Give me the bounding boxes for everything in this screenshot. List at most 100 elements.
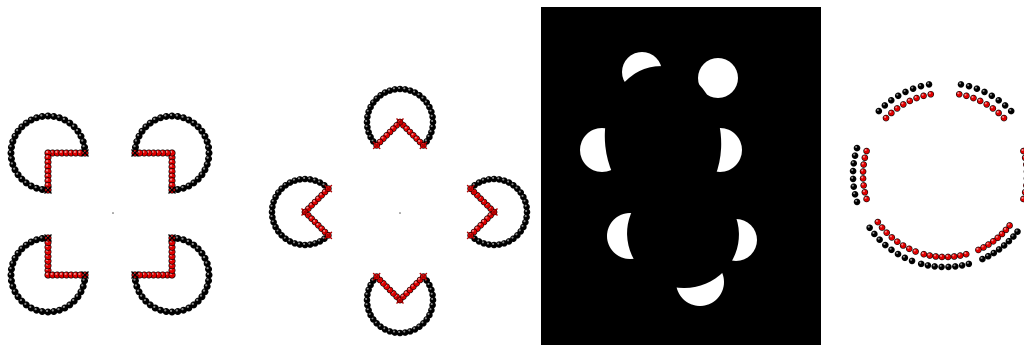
arc-dot: [925, 262, 931, 268]
arc-dot: [45, 309, 51, 315]
arc-dot: [8, 156, 14, 162]
arc-dot: [169, 113, 175, 119]
arc-dot: [884, 230, 890, 236]
arc-dot: [33, 237, 39, 243]
arc-dot: [883, 115, 889, 121]
arc-dot: [945, 254, 951, 260]
arc-dot: [882, 102, 888, 108]
arc-dot: [867, 225, 873, 231]
arc-dot: [926, 81, 932, 87]
arc-dot: [966, 83, 972, 89]
arc-segment: [850, 145, 870, 205]
arc-dot: [180, 307, 186, 313]
arc-dot: [1001, 115, 1007, 121]
pacman-inducer: [467, 176, 530, 248]
arc-dot: [975, 247, 981, 253]
arc-dot: [180, 185, 186, 191]
arc-dot: [1006, 238, 1012, 244]
arc-dot: [10, 161, 16, 167]
arc-dot: [205, 156, 211, 162]
arc-dot: [851, 160, 857, 166]
arc-dot: [850, 168, 856, 174]
pacman-inducer: [364, 86, 436, 149]
arc-dot: [918, 261, 924, 267]
arc-dot: [895, 251, 901, 257]
arc-dot: [979, 256, 985, 262]
arc-dot: [1010, 234, 1016, 240]
arc-dot: [990, 105, 996, 111]
arc-dot: [169, 309, 175, 315]
arc-dot: [902, 255, 908, 261]
arc-dot: [894, 239, 900, 245]
arc-dot: [910, 86, 916, 92]
arc-dot: [206, 150, 212, 156]
arc-dot: [10, 283, 16, 289]
arc-dot: [8, 266, 14, 272]
arc-dot: [8, 150, 14, 156]
arc-dot: [205, 266, 211, 272]
arc-dot: [80, 138, 86, 144]
arc-dot: [1014, 229, 1020, 235]
arc-segment: [975, 222, 1020, 262]
arc-segment: [867, 219, 919, 264]
arc-dot: [900, 242, 906, 248]
arc-dot: [33, 115, 39, 121]
arc-dot: [864, 148, 870, 154]
arc-dot: [860, 169, 866, 175]
arc-dot: [996, 246, 1002, 252]
arc-dot: [932, 263, 938, 269]
arc-dot: [205, 144, 211, 150]
arc-dot: [991, 250, 997, 256]
arc-segment: [1020, 145, 1024, 205]
arc-dot: [861, 162, 867, 168]
arc-dot: [889, 234, 895, 240]
arc-dot: [854, 145, 860, 151]
arc-dot: [864, 196, 870, 202]
arc-segment: [956, 81, 1014, 121]
arc-dot: [51, 113, 57, 119]
arc-dot: [907, 98, 913, 104]
square-illusion-panel: [8, 113, 212, 315]
arc-dot: [957, 253, 963, 259]
arc-dot: [882, 242, 888, 248]
arc-dot: [1002, 102, 1008, 108]
pacman-inducer: [132, 235, 213, 316]
pacman-inducer: [8, 113, 89, 194]
arc-dot: [862, 155, 868, 161]
arc-dot: [1008, 108, 1014, 114]
arc-dot: [861, 182, 867, 188]
arc-dot: [913, 249, 919, 255]
arc-dot: [921, 93, 927, 99]
arc-dot: [175, 308, 181, 314]
arc-dot: [206, 272, 212, 278]
arc-dot: [959, 262, 965, 268]
pacman-inducer: [364, 273, 436, 336]
ellipse-illusion-panel: [541, 7, 821, 345]
arc-dot: [850, 176, 856, 182]
pacman-inducer: [269, 176, 332, 248]
pacman-inducer: [8, 235, 89, 316]
arc-dot: [875, 219, 881, 225]
diamond-illusion-panel: [269, 86, 530, 336]
arc-dot: [984, 101, 990, 107]
arc-dot: [939, 264, 945, 270]
arc-segment: [918, 251, 972, 270]
arc-dot: [900, 101, 906, 107]
arc-dot: [888, 110, 894, 116]
arc-dot: [876, 108, 882, 114]
arc-dot: [895, 93, 901, 99]
arc-dot: [134, 283, 140, 289]
arc-dot: [914, 95, 920, 101]
arc-dot: [852, 153, 858, 159]
arc-dot: [963, 93, 969, 99]
arc-dot: [56, 307, 62, 313]
arc-dot: [909, 258, 915, 264]
arc-dot: [996, 97, 1002, 103]
arc-dot: [157, 115, 163, 121]
arc-dot: [921, 251, 927, 257]
arc-dot: [1001, 242, 1007, 248]
arc-dot: [902, 89, 908, 95]
arc-dot: [956, 91, 962, 97]
arc-dot: [205, 278, 211, 284]
arc-dot: [906, 246, 912, 252]
